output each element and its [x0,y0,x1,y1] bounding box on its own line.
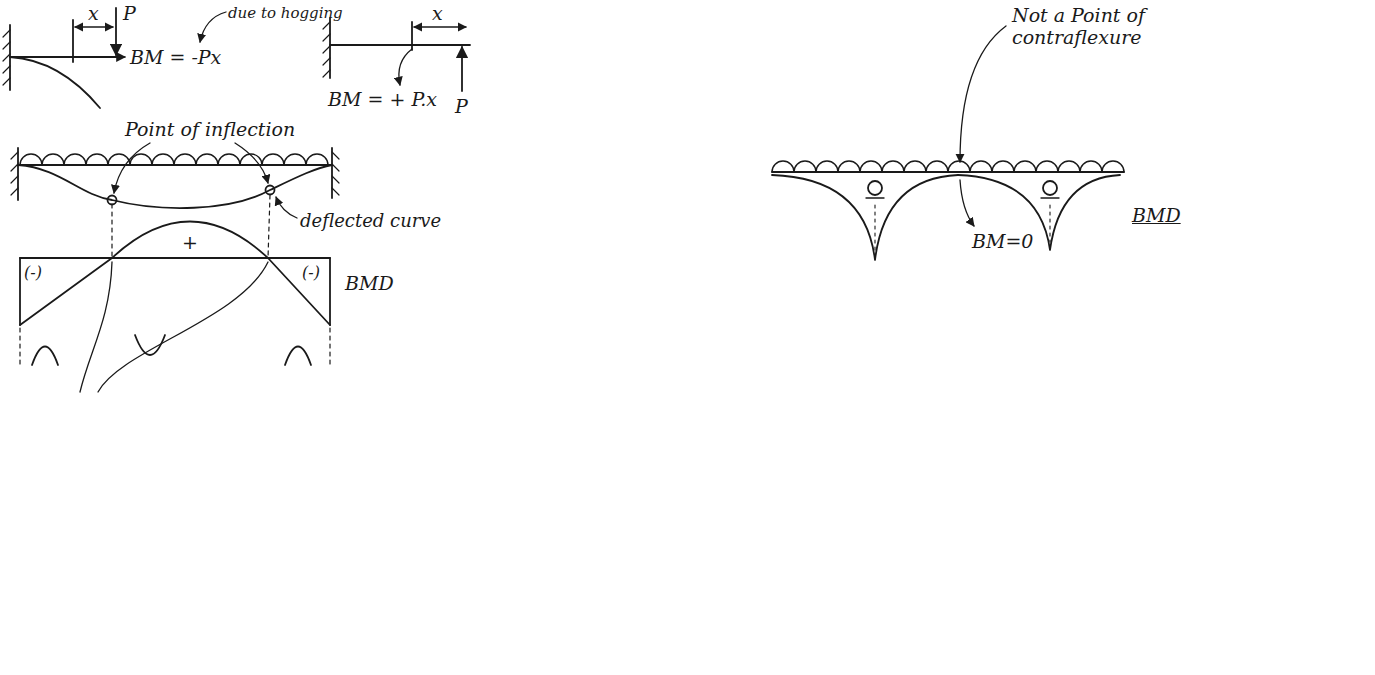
load-label: P [455,95,468,117]
diagram-label: BMD [1132,204,1181,226]
dimension-label: x [432,2,443,24]
load-label: P [123,2,136,24]
sign-label: (-) [24,262,42,284]
note-text: due to hogging [228,2,343,24]
continuous-beam-bmd [772,26,1124,260]
sign-label: + [182,231,198,253]
sign-label: (-) [302,262,320,284]
bending-moment-label: BM=0 [972,230,1033,252]
cantilever-up-load [323,18,470,91]
cantilever-down-load [3,8,226,108]
fixed-beam-bmd [20,195,330,392]
fixed-beam-udl [11,143,339,218]
bending-moment-label: BM = + P.x [328,88,437,110]
note-text: deflected curve [300,210,441,232]
bending-moment-label: BM = -Px [130,46,221,68]
dimension-label: x [88,2,99,24]
note-text: Not a Point of contraflexure [1012,4,1212,48]
note-text: Point of inflection [125,118,295,140]
diagram-label: BMD [345,272,394,294]
